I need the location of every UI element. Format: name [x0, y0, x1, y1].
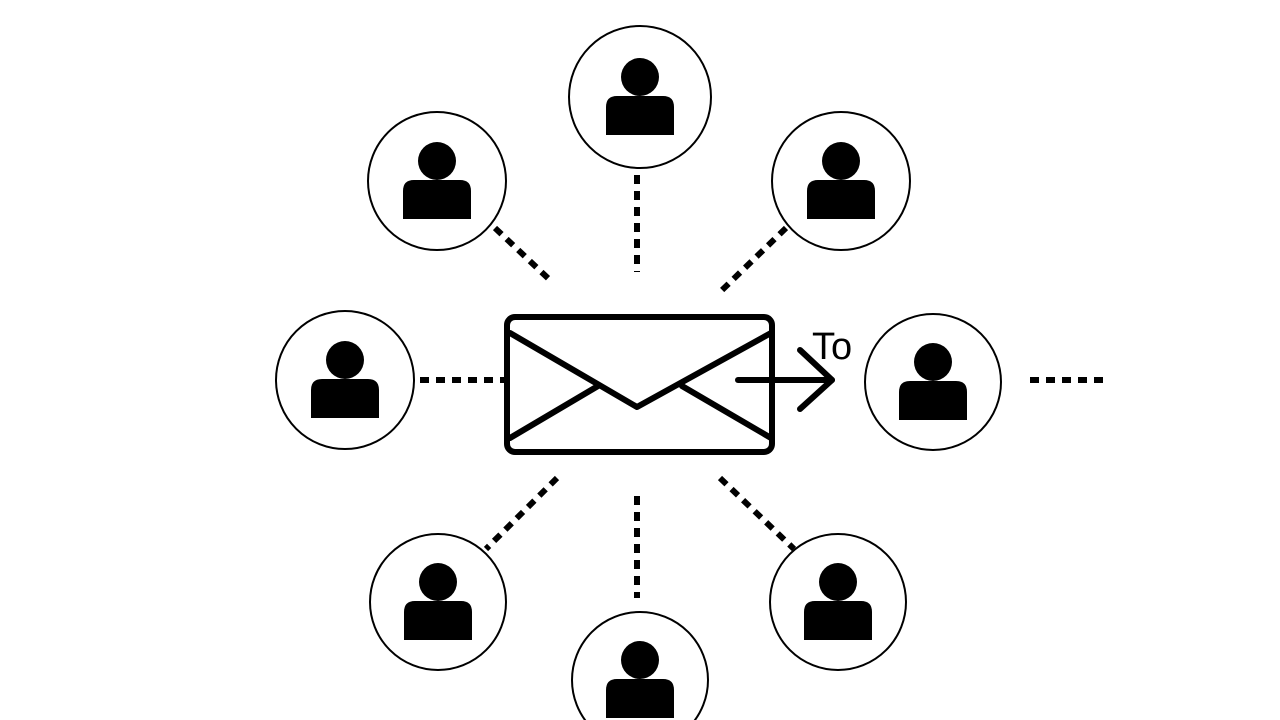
recipient-node-top-right: [771, 111, 911, 251]
recipient-node-right: [864, 313, 1002, 451]
recipient-node-bottom: [571, 611, 709, 720]
connector-top-left: [492, 225, 555, 285]
connector-bottom-right: [717, 475, 797, 552]
connector-bottom-left: [483, 475, 560, 552]
recipient-node-top: [568, 25, 712, 169]
envelope-icon: [504, 314, 775, 455]
recipient-node-left: [275, 310, 415, 450]
to-label: To: [812, 326, 852, 368]
connector-top-right: [715, 225, 789, 297]
arrow-right-icon: [735, 347, 835, 412]
recipient-node-top-left: [367, 111, 507, 251]
recipient-node-bottom-left: [369, 533, 507, 671]
recipient-node-bottom-right: [769, 533, 907, 671]
